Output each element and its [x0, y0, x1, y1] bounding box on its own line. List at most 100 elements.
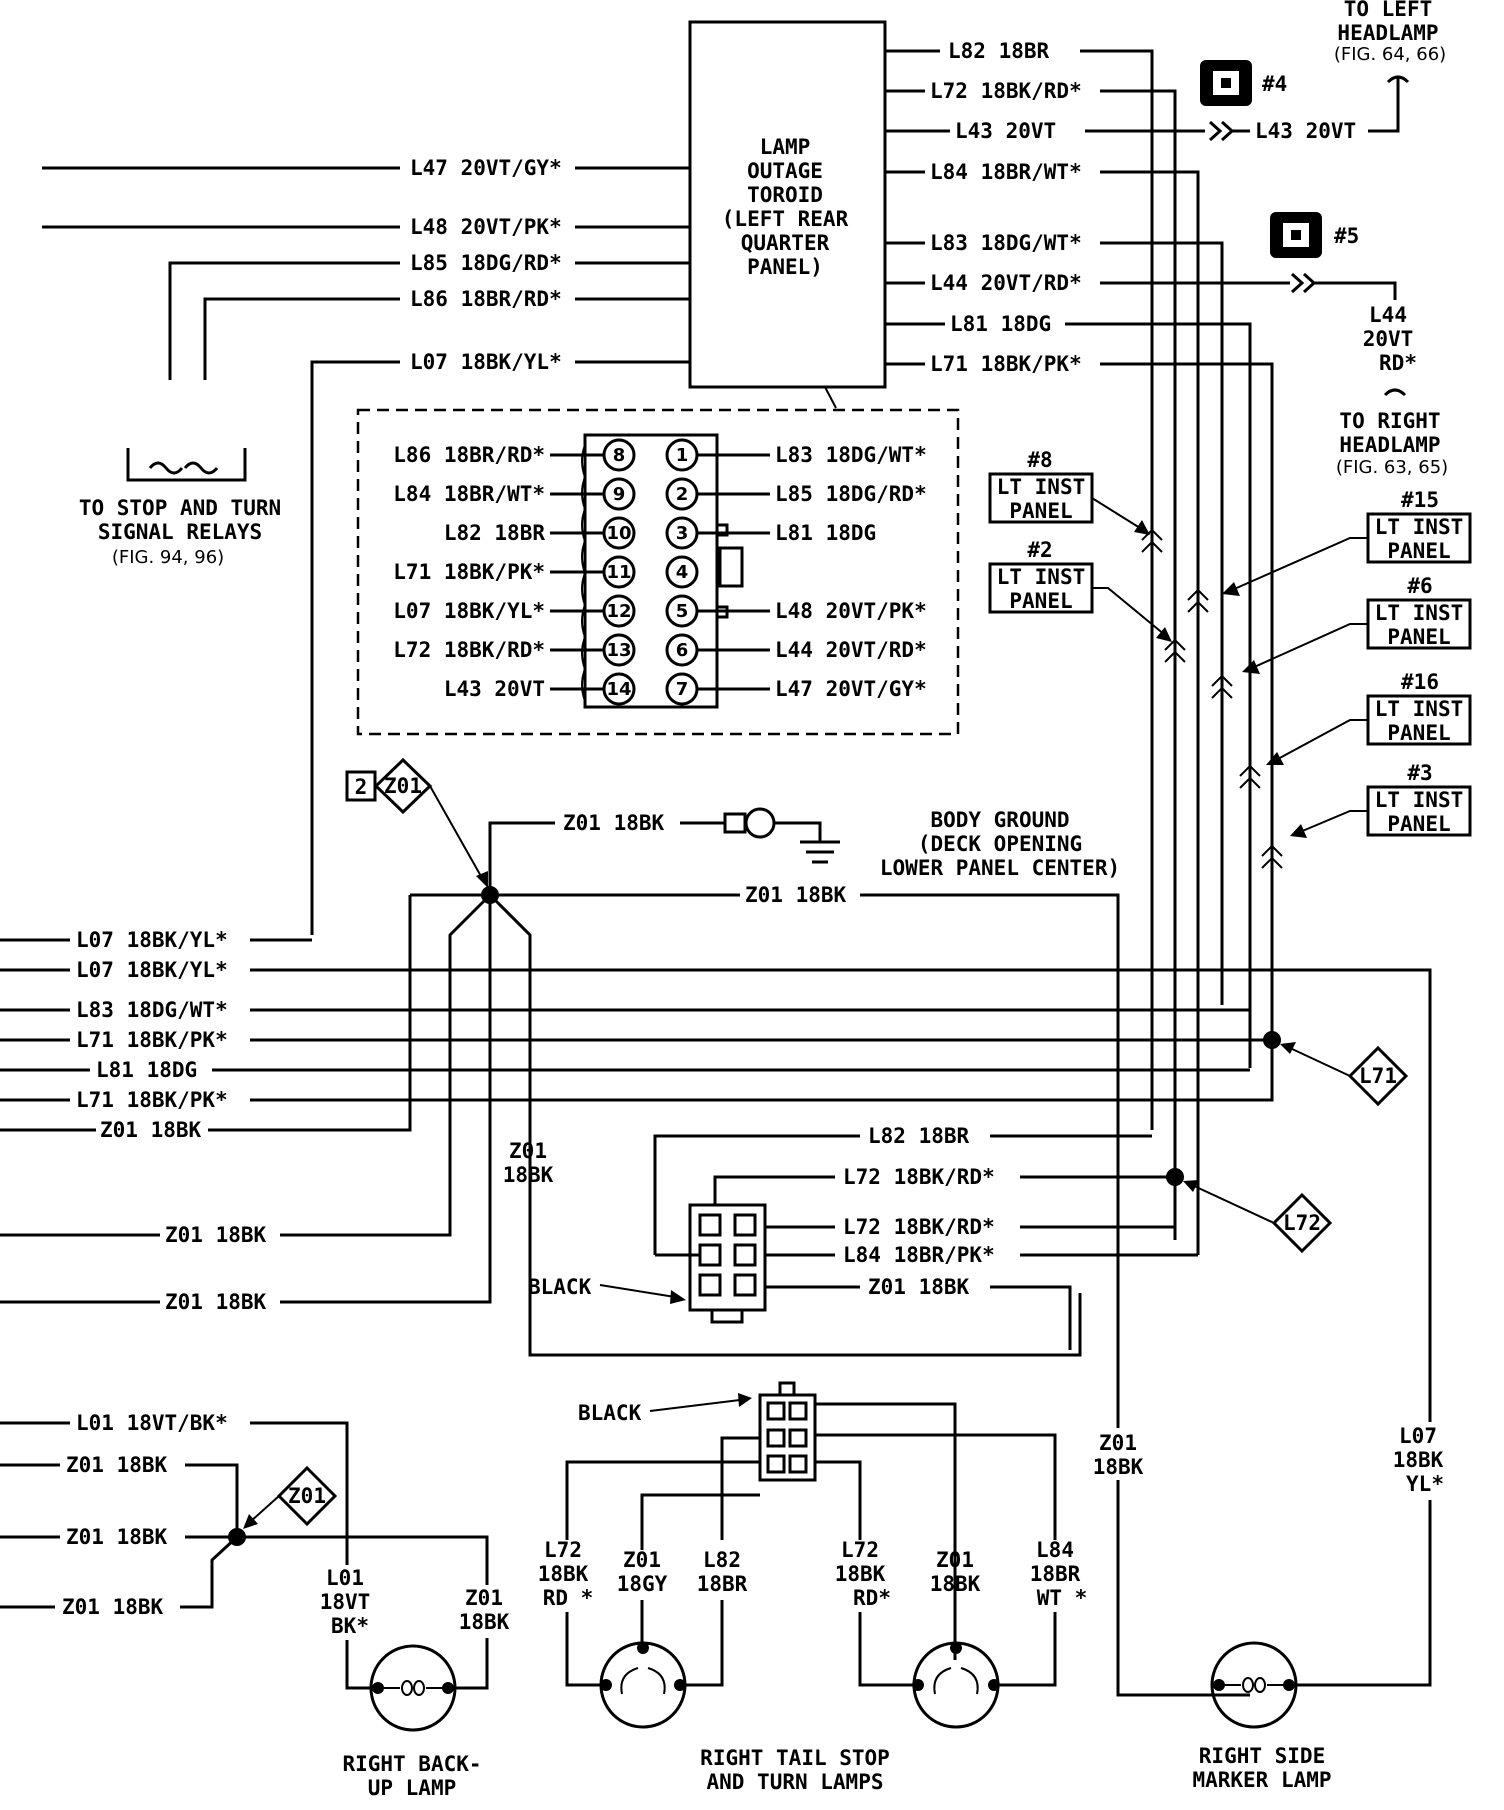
svg-text:L81 18DG: L81 18DG — [96, 1058, 197, 1082]
svg-text:8: 8 — [613, 445, 626, 466]
splice-l72: L72 — [1183, 1180, 1333, 1254]
svg-text:18BK: 18BK — [538, 1562, 589, 1586]
svg-text:18BK: 18BK — [835, 1562, 886, 1586]
toroid-box — [688, 20, 887, 389]
svg-text:L84 18BR/WT*: L84 18BR/WT* — [393, 482, 545, 506]
body-ground: Z01 18BK BODY GROUND (DECK OPENING LOWER… — [488, 807, 1120, 895]
svg-text:LT INST: LT INST — [1375, 601, 1464, 625]
svg-text:L81 18DG: L81 18DG — [775, 521, 876, 545]
svg-text:18BK: 18BK — [459, 1610, 510, 1634]
svg-text:LT INST: LT INST — [1375, 788, 1464, 812]
svg-text:L72 18BK/RD*: L72 18BK/RD* — [843, 1215, 995, 1239]
svg-text:18BR: 18BR — [697, 1572, 748, 1596]
svg-text:RIGHT BACK-: RIGHT BACK- — [342, 1752, 481, 1776]
splice-l71: L71 — [1280, 1042, 1409, 1107]
svg-text:#2: #2 — [1027, 538, 1052, 562]
svg-text:2: 2 — [355, 775, 368, 799]
conn-black-2: BLACK — [578, 1381, 817, 1482]
svg-text:RD *: RD * — [543, 1586, 594, 1610]
svg-text:Z01 18BK: Z01 18BK — [66, 1453, 168, 1477]
l07-right-label: L07 — [1399, 1424, 1437, 1448]
svg-text:6: 6 — [676, 640, 689, 661]
svg-text:L71 18BK/PK*: L71 18BK/PK* — [76, 1088, 228, 1112]
svg-text:18BK: 18BK — [930, 1572, 981, 1596]
wire-label: L07 18BK/YL* — [410, 350, 562, 374]
side-marker-label: RIGHT SIDE MARKER LAMP — [1192, 1744, 1331, 1792]
svg-text:12: 12 — [606, 601, 631, 622]
svg-text:L47 20VT/GY*: L47 20VT/GY* — [775, 677, 927, 701]
svg-text:L82 18BR: L82 18BR — [868, 1124, 970, 1148]
svg-text:20VT: 20VT — [1363, 327, 1414, 351]
svg-text:L85 18DG/RD*: L85 18DG/RD* — [775, 482, 927, 506]
svg-text:LOWER PANEL CENTER): LOWER PANEL CENTER) — [880, 856, 1120, 880]
svg-text:TO RIGHT: TO RIGHT — [1339, 409, 1440, 433]
svg-text:LT INST: LT INST — [1375, 697, 1464, 721]
right-headlamp-ref: #5 L44 20VT RD* TO RIGHT HEADLAMP (FIG. … — [1270, 212, 1448, 478]
svg-text:AND TURN LAMPS: AND TURN LAMPS — [706, 1770, 883, 1794]
svg-text:L07 18BK/YL*: L07 18BK/YL* — [76, 958, 228, 982]
svg-text:PANEL: PANEL — [1009, 589, 1072, 613]
svg-text:TO STOP AND TURN: TO STOP AND TURN — [79, 496, 281, 520]
svg-text:L72: L72 — [1283, 1211, 1321, 1235]
svg-text:L84 18BR/WT*: L84 18BR/WT* — [930, 160, 1082, 184]
connector-detail — [356, 408, 960, 736]
svg-text:L07 18BK/YL*: L07 18BK/YL* — [76, 928, 228, 952]
pin-left-wires: L86 18BR/RD* L84 18BR/WT* L82 18BR L71 1… — [393, 443, 604, 701]
conn-black-1: BLACK — [528, 1203, 767, 1324]
svg-text:L71 18BK/PK*: L71 18BK/PK* — [930, 352, 1082, 376]
svg-text:WT *: WT * — [1037, 1586, 1088, 1610]
svg-text:L82: L82 — [703, 1548, 741, 1572]
svg-text:5: 5 — [676, 601, 689, 622]
svg-text:(LEFT REAR: (LEFT REAR — [722, 207, 849, 231]
svg-text:1: 1 — [676, 445, 689, 466]
svg-text:(FIG. 64, 66): (FIG. 64, 66) — [1334, 44, 1446, 65]
backup-lamp-wiring: L01 18VT/BK* Z01 18BK Z01 18BK Z01 18BK … — [0, 1411, 510, 1800]
svg-text:L72 18BK/RD*: L72 18BK/RD* — [393, 638, 545, 662]
svg-text:Z01: Z01 — [936, 1548, 974, 1572]
svg-text:L84: L84 — [1036, 1538, 1074, 1562]
pin-right-wires: L83 18DG/WT* L85 18DG/RD* L81 18DG L48 2… — [697, 443, 927, 701]
conn-black-1-wires: L82 18BR L72 18BK/RD* L72 18BK/RD* L84 1… — [653, 1124, 1198, 1350]
svg-text:L01: L01 — [326, 1566, 364, 1590]
svg-text:#15: #15 — [1401, 488, 1439, 512]
z01-right-label: Z01 — [1099, 1431, 1137, 1455]
svg-text:TO LEFT: TO LEFT — [1344, 0, 1433, 21]
wire-label: L85 18DG/RD* — [410, 251, 562, 275]
toroid-left-wires: L47 20VT/GY* L48 20VT/PK* L85 18DG/RD* L… — [42, 156, 690, 935]
svg-text:Z01 18BK: Z01 18BK — [868, 1275, 970, 1299]
svg-text:Z01: Z01 — [288, 1484, 326, 1508]
svg-text:PANEL: PANEL — [1387, 625, 1450, 649]
svg-text:QUARTER: QUARTER — [741, 231, 830, 255]
svg-text:13: 13 — [606, 640, 631, 661]
svg-text:L71 18BK/PK*: L71 18BK/PK* — [76, 1028, 228, 1052]
svg-text:(FIG. 94, 96): (FIG. 94, 96) — [112, 547, 224, 568]
svg-text:L83 18DG/WT*: L83 18DG/WT* — [76, 998, 228, 1022]
svg-text:HEADLAMP: HEADLAMP — [1337, 21, 1438, 45]
svg-text:(FIG. 63, 65): (FIG. 63, 65) — [1336, 457, 1448, 478]
splice-l72-dot — [1166, 1168, 1184, 1186]
svg-text:L82 18BR: L82 18BR — [444, 521, 546, 545]
toroid-right-wires: L82 18BR L72 18BK/RD* L43 20VT L84 18BR/… — [885, 39, 1290, 1255]
svg-text:RIGHT TAIL STOP: RIGHT TAIL STOP — [700, 1746, 890, 1770]
svg-text:Z01: Z01 — [465, 1586, 503, 1610]
svg-text:LT INST: LT INST — [997, 565, 1086, 589]
svg-text:14: 14 — [606, 679, 631, 700]
inst-panel-ref-16: #16 LT INST PANEL — [1266, 670, 1472, 765]
svg-text:LAMP: LAMP — [760, 135, 811, 159]
splice-z01-ref: 2 Z01 — [345, 757, 488, 888]
svg-text:YL*: YL* — [1406, 1472, 1444, 1496]
svg-text:#8: #8 — [1027, 448, 1052, 472]
svg-text:Z01 18BK: Z01 18BK — [66, 1525, 168, 1549]
svg-text:RD*: RD* — [853, 1586, 891, 1610]
svg-text:L44 20VT/RD*: L44 20VT/RD* — [930, 271, 1082, 295]
wire-label: L48 20VT/PK* — [410, 215, 562, 239]
svg-text:Z01: Z01 — [623, 1548, 661, 1572]
svg-text:BLACK: BLACK — [528, 1275, 592, 1299]
svg-text:L48 20VT/PK*: L48 20VT/PK* — [775, 599, 927, 623]
tail-lamp-bulb-right — [912, 1641, 1000, 1729]
stop-turn-relays: TO STOP AND TURN SIGNAL RELAYS (FIG. 94,… — [79, 448, 281, 568]
svg-text:MARKER LAMP: MARKER LAMP — [1192, 1768, 1331, 1792]
wire-label: L47 20VT/GY* — [410, 156, 562, 180]
svg-text:L07 18BK/YL*: L07 18BK/YL* — [393, 599, 545, 623]
svg-text:PANEL: PANEL — [1387, 812, 1450, 836]
